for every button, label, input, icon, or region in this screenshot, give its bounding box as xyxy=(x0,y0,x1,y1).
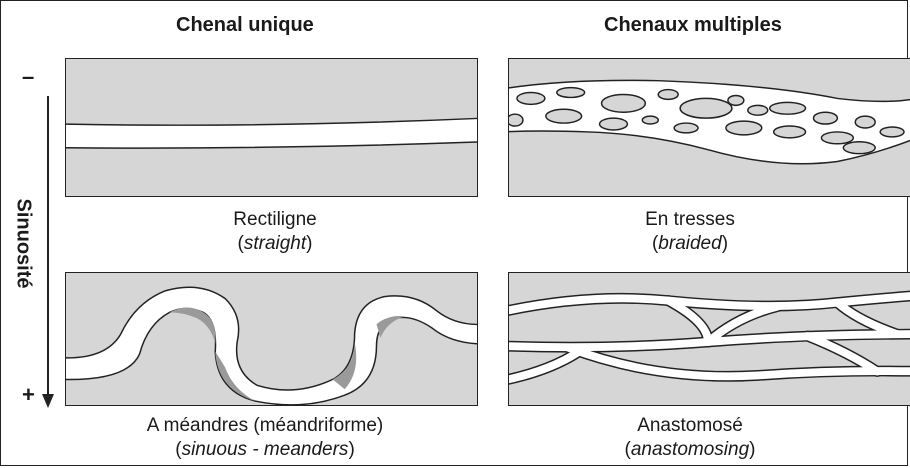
axis-label-sinuosity: Sinuosité xyxy=(12,199,35,269)
caption-anastomosing: Anastomosé (anastomosing) xyxy=(525,414,855,462)
caption-straight: Rectiligne (straight) xyxy=(110,208,440,256)
caption-meandering-translation: (sinuous - meanders) xyxy=(75,438,455,462)
panel-meandering xyxy=(65,272,478,406)
axis-minus-sign: – xyxy=(22,64,34,90)
panel-straight xyxy=(65,58,478,197)
caption-meandering-name: A méandres (méandriforme) xyxy=(75,414,455,438)
header-multiple-channels: Chenaux multiples xyxy=(604,14,782,37)
panel-braided xyxy=(508,58,910,197)
caption-braided-translation: (braided) xyxy=(525,232,855,256)
header-single-channel: Chenal unique xyxy=(176,14,314,37)
caption-braided-name: En tresses xyxy=(525,208,855,232)
caption-straight-name: Rectiligne xyxy=(110,208,440,232)
sinuosity-arrow xyxy=(40,96,64,412)
caption-braided: En tresses (braided) xyxy=(525,208,855,256)
caption-anastomosing-translation: (anastomosing) xyxy=(525,438,855,462)
panel-anastomosing xyxy=(508,272,910,406)
caption-anastomosing-name: Anastomosé xyxy=(525,414,855,438)
caption-straight-translation: (straight) xyxy=(110,232,440,256)
axis-plus-sign: + xyxy=(22,382,35,408)
caption-meandering: A méandres (méandriforme) (sinuous - mea… xyxy=(75,414,455,462)
